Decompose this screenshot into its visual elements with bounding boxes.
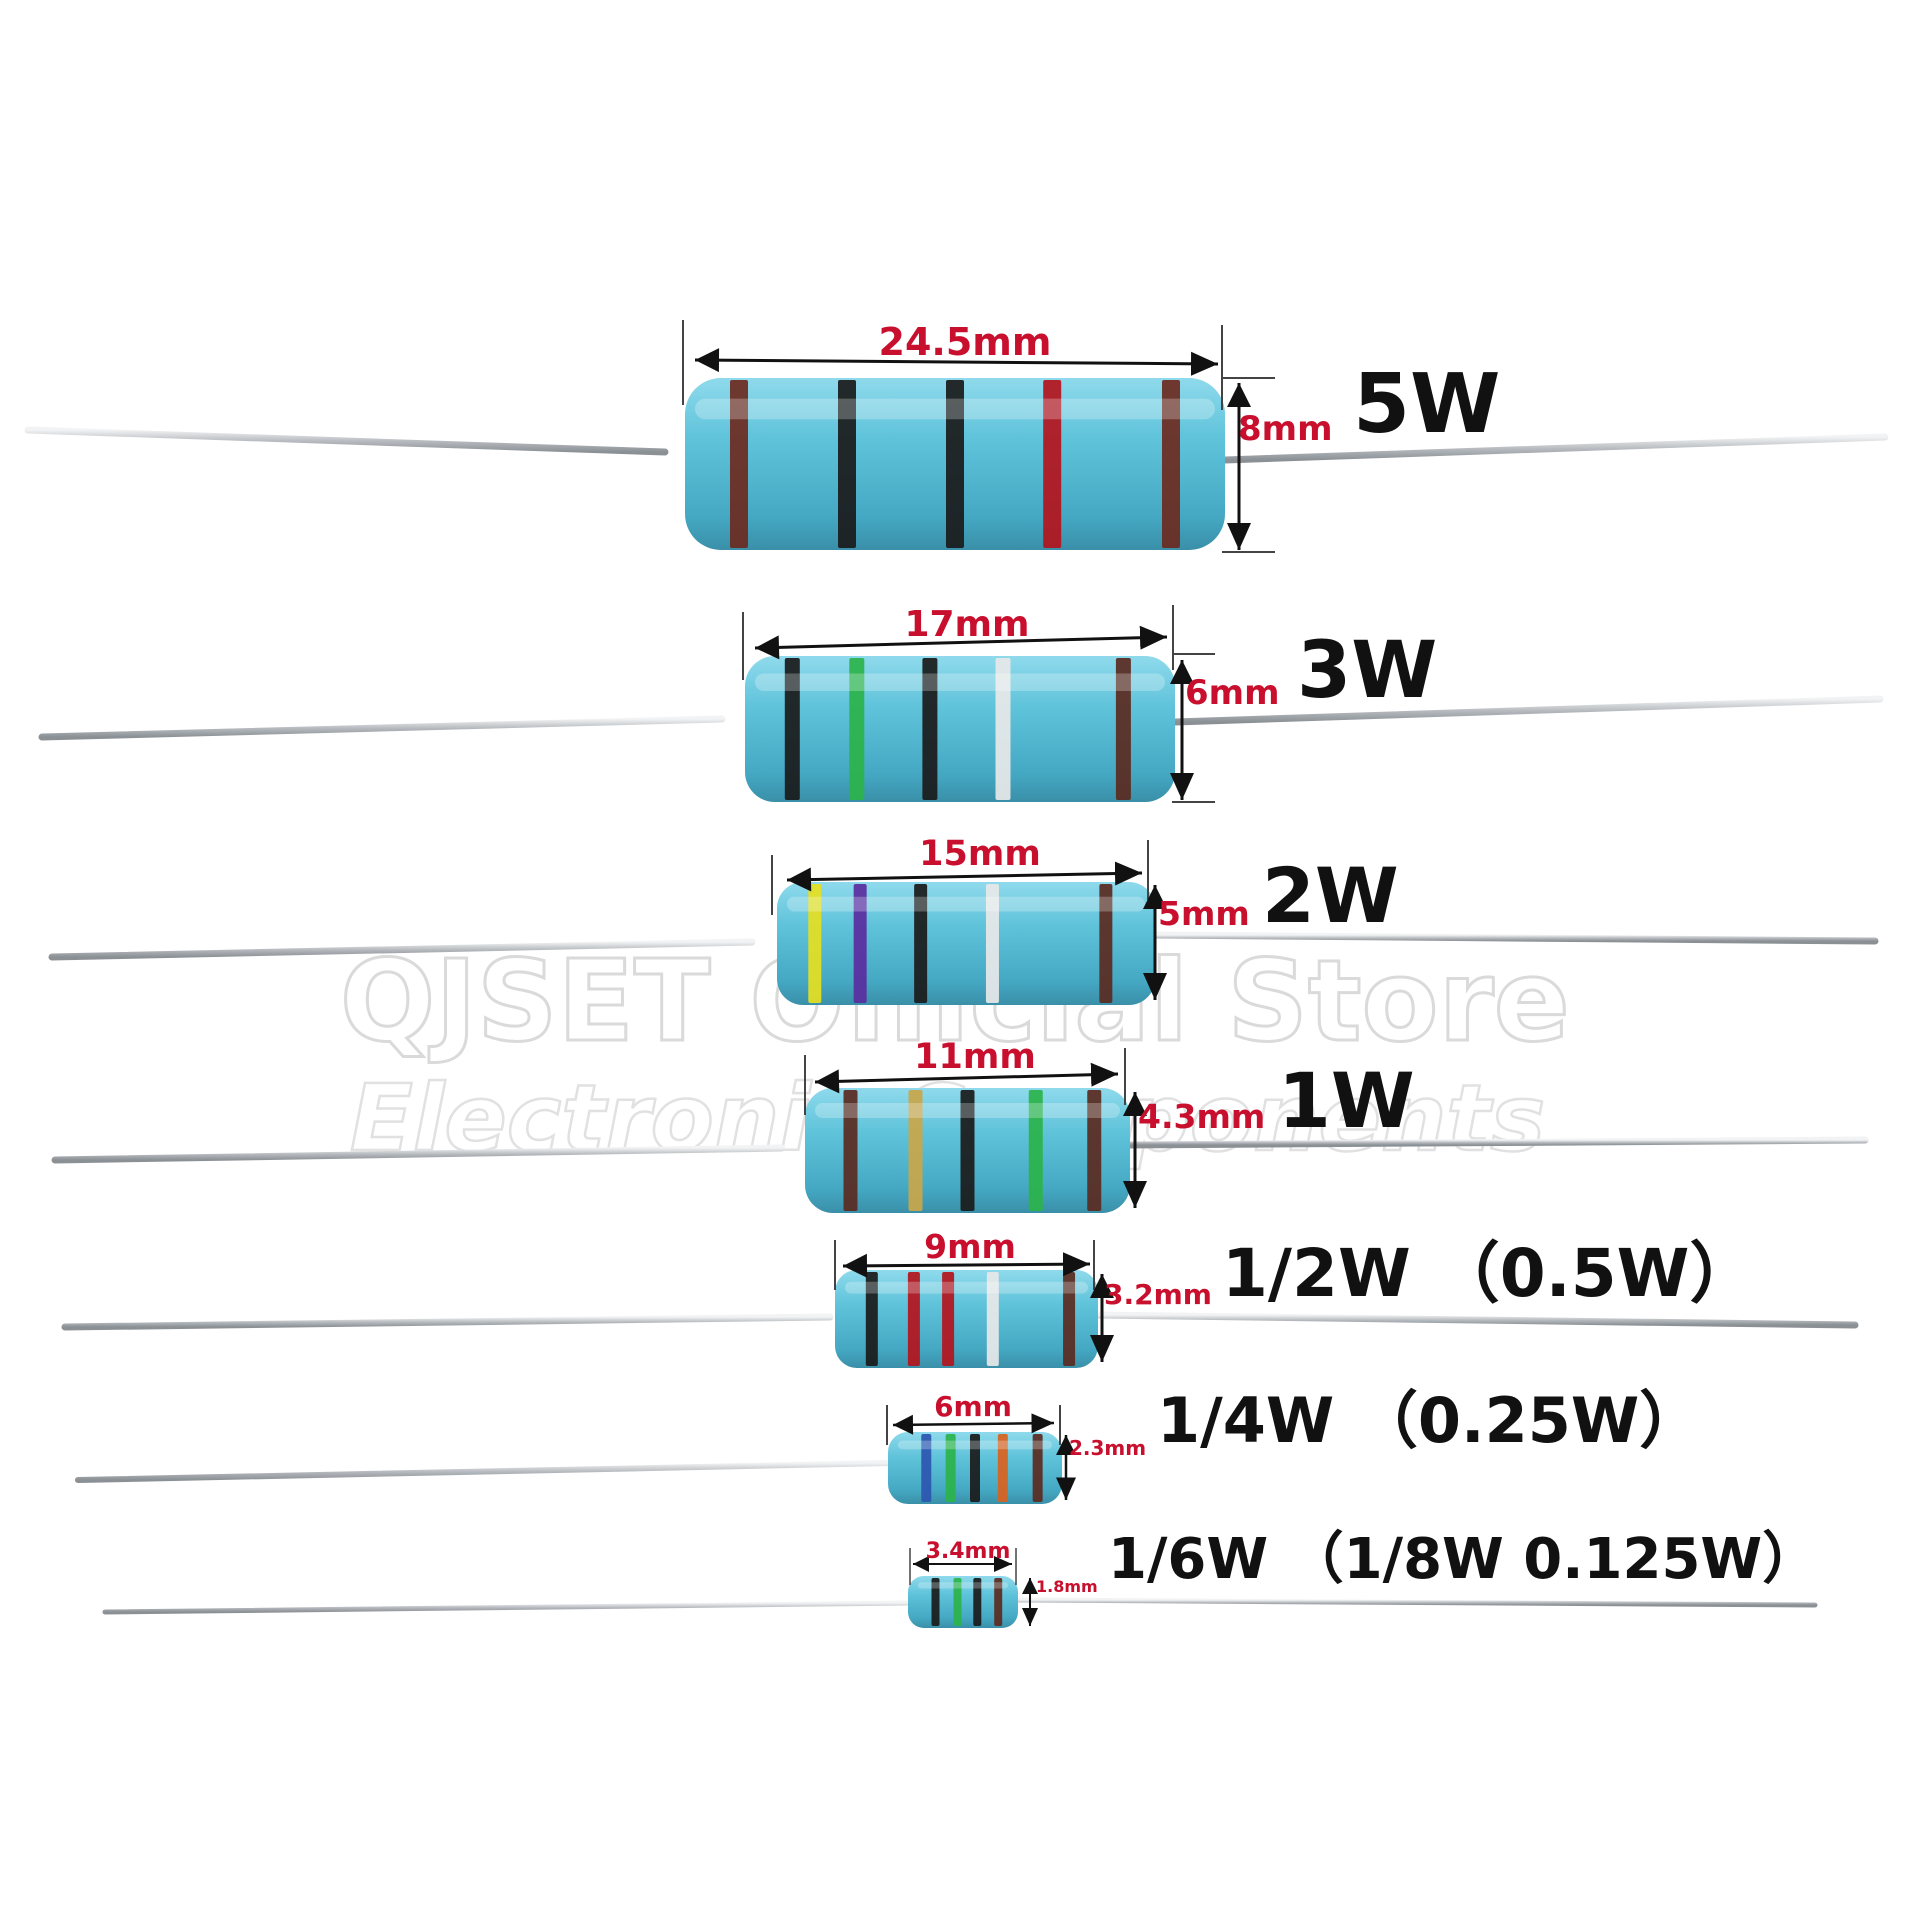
color-bands [787,884,1145,1003]
body-highlight [787,896,1145,912]
body-highlight [815,1103,1120,1118]
color-band [730,380,748,548]
body-highlight [755,673,1165,692]
resistor-body [777,882,1155,1005]
color-band [973,1578,982,1626]
lead-left [75,1460,893,1483]
color-bands [845,1272,1088,1366]
resistor-sixth-watt: 3.4mm 1.8mm 1/6W （1/8W 0.125W） [102,1527,1818,1628]
diameter-label: 4.3mm [1138,1097,1265,1136]
lead-right [1221,433,1889,464]
length-label: 3.4mm [926,1539,1011,1564]
color-band [970,1434,980,1502]
resistor-1w: 11mm 4.3mm 1W [51,1037,1869,1213]
power-rating-label: 1/4W （0.25W） [1157,1384,1701,1457]
color-band [922,658,938,800]
color-band [1162,380,1180,548]
color-band [985,884,999,1003]
color-band [995,658,1011,800]
lead-left [38,715,726,741]
diameter-label: 8mm [1238,409,1333,449]
color-band [853,884,867,1003]
color-band [1028,1090,1043,1211]
power-rating-label: 1/2W （0.5W） [1222,1235,1755,1312]
lead-right [1151,931,1879,945]
length-label: 24.5mm [879,320,1052,364]
color-band [994,1578,1003,1626]
color-band [960,1090,975,1211]
color-bands [898,1434,1052,1502]
length-dimension-line [754,625,1168,660]
length-label: 6mm [934,1390,1012,1423]
length-dimension-line [814,1062,1119,1094]
color-band [942,1272,955,1366]
color-band [849,658,865,800]
diameter-label: 2.3mm [1069,1436,1146,1460]
color-band [908,1090,923,1211]
power-rating-label: 2W [1262,851,1399,940]
color-band [946,380,964,548]
lead-left [51,1144,786,1164]
diameter-label: 6mm [1185,673,1280,713]
body-highlight [845,1281,1088,1294]
lead-left [102,1600,913,1615]
length-dimension-line [694,348,1219,376]
color-band [1043,380,1062,548]
color-bands [815,1090,1120,1211]
lead-left [61,1313,834,1331]
length-label: 15mm [919,834,1041,874]
resistor-3w: 17mm 6mm 3W [38,604,1884,803]
lead-right [1094,1311,1859,1329]
body-highlight [918,1582,1008,1589]
diameter-label: 3.2mm [1104,1278,1212,1311]
length-label: 11mm [914,1037,1036,1077]
power-rating-label: 3W [1297,626,1437,716]
lead-right [1171,695,1884,726]
body-highlight [695,398,1215,420]
color-bands [918,1578,1008,1626]
color-band [1115,658,1131,800]
color-band [1087,1090,1102,1211]
color-band [865,1272,878,1366]
length-label: 17mm [904,604,1029,645]
color-band [784,658,800,800]
color-band [914,884,928,1003]
color-band [931,1578,940,1626]
resistor-half-watt: 9mm 3.2mm 1/2W （0.5W） [61,1227,1859,1368]
resistor-body [835,1270,1098,1368]
lead-left [48,938,756,961]
length-dimension-line [892,1413,1055,1435]
diameter-label: 1.8mm [1036,1577,1098,1596]
color-band [986,1272,999,1366]
resistor-5w: 24.5mm 8mm 5W [24,320,1889,553]
color-band [945,1434,956,1502]
lead-right [1126,1136,1869,1149]
color-band [1099,884,1113,1003]
resistor-2w: 15mm 5mm 2W [48,834,1879,1005]
power-rating-label: 1W [1278,1056,1415,1145]
color-band [838,380,856,548]
power-rating-label: 1/6W （1/8W 0.125W） [1108,1527,1818,1592]
color-band [1032,1434,1043,1502]
color-band [843,1090,858,1211]
length-dimension-line [842,1252,1091,1278]
color-band [921,1434,932,1502]
color-band [907,1272,920,1366]
length-dimension-line [786,861,1143,892]
power-rating-label: 5W [1353,357,1501,452]
body-highlight [898,1440,1052,1450]
color-band [808,884,822,1003]
color-band [997,1434,1008,1502]
lead-left [24,426,669,456]
lead-right [1015,1597,1818,1608]
color-band [1063,1272,1076,1366]
resistor-quarter-watt: 6mm 2.3mm 1/4W （0.25W） [75,1384,1853,1504]
color-bands [695,380,1215,548]
diameter-label: 5mm [1158,894,1250,933]
length-label: 9mm [924,1227,1016,1266]
color-bands [755,658,1165,800]
color-band [953,1578,962,1626]
